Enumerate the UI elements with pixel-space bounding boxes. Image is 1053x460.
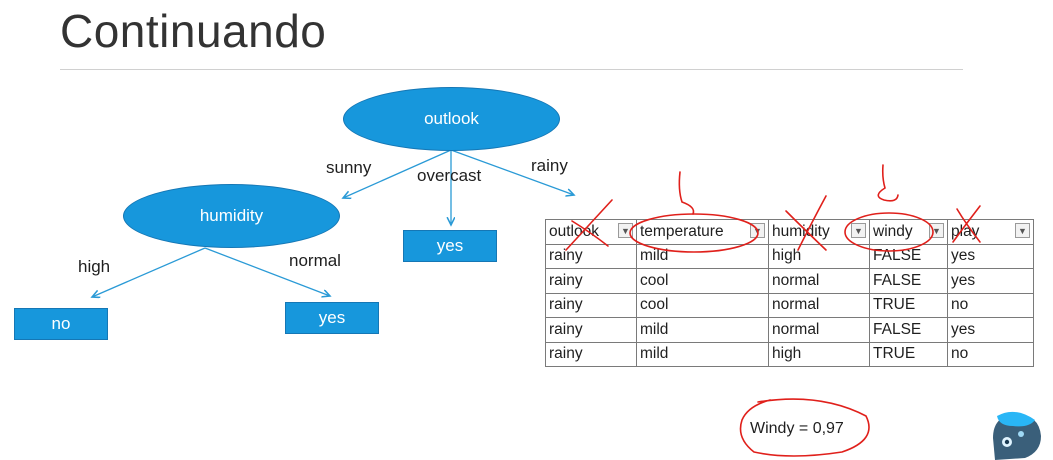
leaf-normal-yes: yes [285, 302, 379, 334]
table-cell: TRUE [869, 341, 948, 367]
header-play: play▼ [947, 219, 1034, 245]
table-cell: rainy [545, 292, 637, 318]
table-cell: mild [636, 317, 769, 343]
table-cell: normal [768, 317, 870, 343]
table-cell: TRUE [869, 292, 948, 318]
table-cell: yes [947, 317, 1034, 343]
table-cell: yes [947, 243, 1034, 269]
dropdown-icon[interactable]: ▼ [750, 223, 765, 238]
header-humidity: humidity▼ [768, 219, 870, 245]
edge-label-sunny: sunny [326, 158, 372, 177]
table-row: rainy mild high FALSE yes [545, 243, 1034, 269]
dropdown-icon[interactable]: ▼ [1015, 223, 1030, 238]
dropdown-icon[interactable]: ▼ [929, 223, 944, 238]
header-windy: windy▼ [869, 219, 948, 245]
table-row: rainy mild normal FALSE yes [545, 317, 1034, 343]
edge-normal [204, 247, 330, 296]
table-row: rainy mild high TRUE no [545, 341, 1034, 367]
table-cell: mild [636, 243, 769, 269]
table-cell: rainy [545, 268, 637, 294]
edge-label-normal: normal [289, 251, 341, 270]
edge-label-overcast: overcast [417, 166, 482, 185]
table-cell: cool [636, 268, 769, 294]
edge-label-high: high [78, 257, 111, 276]
table-cell: high [768, 243, 870, 269]
data-table: outlook▼ temperature▼ humidity▼ windy▼ p… [545, 219, 1034, 367]
table-cell: rainy [545, 243, 637, 269]
table-cell: high [768, 341, 870, 367]
windy-result-text: Windy = 0,97 [750, 420, 844, 437]
table-cell: no [947, 292, 1034, 318]
table-row: rainy cool normal TRUE no [545, 292, 1034, 318]
filter-active-icon[interactable]: ▼ [618, 223, 633, 238]
node-humidity: humidity [123, 184, 340, 248]
table-cell: cool [636, 292, 769, 318]
leaf-overcast-yes: yes [403, 230, 497, 262]
table-row: rainy cool normal FALSE yes [545, 268, 1034, 294]
table-cell: yes [947, 268, 1034, 294]
slide-title: Continuando [60, 5, 327, 57]
edge-label-rainy: rainy [531, 156, 568, 175]
node-outlook: outlook [343, 87, 560, 151]
header-temperature: temperature▼ [636, 219, 769, 245]
table-cell: FALSE [869, 317, 948, 343]
leaf-high-no: no [14, 308, 108, 340]
edge-high [92, 247, 206, 297]
table-cell: FALSE [869, 268, 948, 294]
header-outlook: outlook▼ [545, 219, 637, 245]
dropdown-icon[interactable]: ▼ [851, 223, 866, 238]
table-cell: no [947, 341, 1034, 367]
table-cell: rainy [545, 341, 637, 367]
table-cell: FALSE [869, 243, 948, 269]
edge-sunny [343, 149, 452, 198]
edge-rainy [450, 149, 574, 195]
table-cell: normal [768, 268, 870, 294]
table-cell: rainy [545, 317, 637, 343]
mascot-icon [993, 411, 1041, 460]
table-cell: normal [768, 292, 870, 318]
title-divider [60, 69, 963, 70]
table-cell: mild [636, 341, 769, 367]
